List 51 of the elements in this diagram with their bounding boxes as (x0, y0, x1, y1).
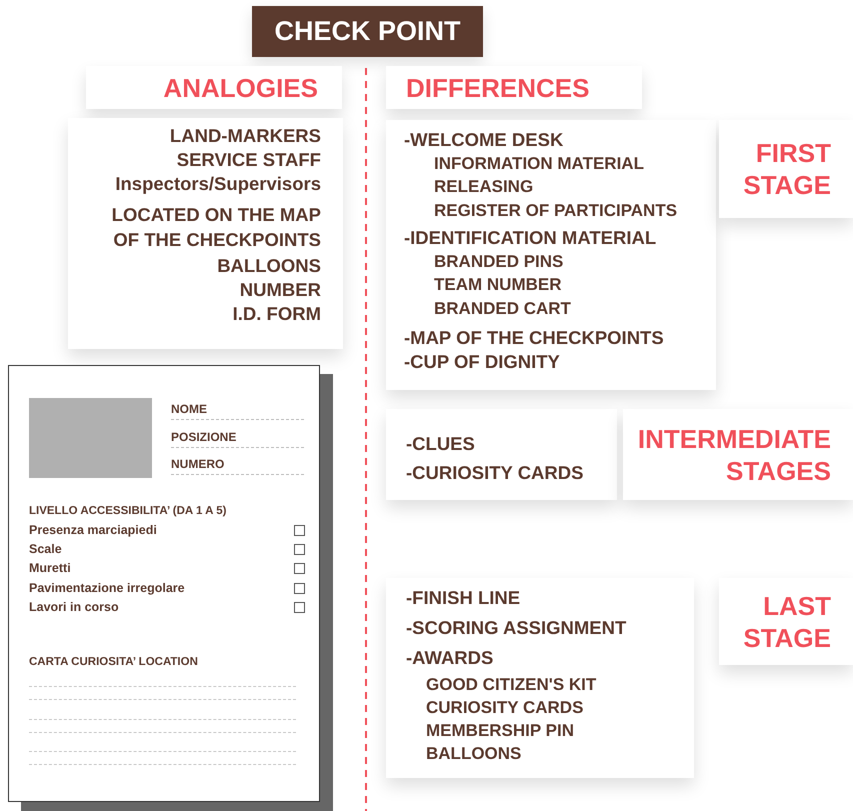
list-item: -SCORING ASSIGNMENT (406, 616, 626, 640)
column-heading: DIFFERENCES (406, 72, 590, 104)
heading-card (86, 66, 342, 109)
checkbox-label: Pavimentazione irregolare (29, 581, 185, 595)
checkbox-label: Lavori in corso (29, 600, 119, 614)
list-item: I.D. FORM (232, 302, 321, 326)
list-item: CURIOSITY CARDS (426, 697, 584, 719)
heading-card (719, 120, 853, 218)
stage-heading: INTERMEDIATE STAGES (638, 422, 831, 486)
list-card (68, 118, 343, 349)
list-item: NUMBER (240, 278, 321, 302)
form-field: NUMERO (171, 457, 304, 475)
checkbox-label: Presenza marciapiedi (29, 523, 157, 537)
list-item: TEAM NUMBER (434, 274, 562, 296)
list-item: -AWARDS (406, 646, 494, 670)
list-item: MEMBERSHIP PIN (426, 720, 574, 742)
form-heading: CARTA CURIOSITA’ LOCATION (29, 656, 198, 668)
list-item: LOCATED ON THE MAP OF THE CHECKPOINTS (110, 203, 321, 252)
list-item: BALLOONS (217, 254, 321, 278)
heading-card (623, 409, 853, 500)
column-heading: ANALOGIES (163, 72, 318, 104)
list-card (386, 409, 617, 500)
checkbox-label: Scale (29, 542, 62, 556)
list-item: LAND-MARKERS (170, 124, 321, 148)
checkbox-label: Muretti (29, 561, 71, 575)
list-item: -IDENTIFICATION MATERIAL (404, 226, 656, 250)
form-field: NOME (171, 402, 304, 420)
list-item: -FINISH LINE (406, 586, 520, 610)
stage-heading: FIRST STAGE (742, 137, 831, 201)
list-item: -CURIOSITY CARDS (406, 461, 584, 485)
list-item: -CLUES (406, 432, 475, 456)
heading-card (719, 578, 853, 665)
list-item: SERVICE STAFF (176, 148, 321, 172)
list-item: GOOD CITIZEN'S KIT (426, 674, 596, 696)
list-item: -WELCOME DESK (404, 128, 564, 152)
heading-card (386, 66, 642, 109)
list-card (386, 120, 716, 390)
form-heading: LIVELLO ACCESSIBILITA’ (DA 1 A 5) (29, 505, 226, 517)
list-item: -CUP OF DIGNITY (404, 350, 560, 373)
stage-heading: LAST STAGE (742, 590, 831, 654)
list-item: -MAP OF THE CHECKPOINTS (404, 326, 664, 350)
list-item: RELEASING (434, 176, 534, 198)
list-card (386, 578, 694, 778)
list-item: Inspectors/Supervisors (115, 172, 321, 196)
list-item: BALLOONS (426, 743, 522, 765)
list-item: REGISTER OF PARTICIPANTS (434, 200, 678, 222)
title-banner: CHECK POINT (252, 6, 483, 57)
list-item: INFORMATION MATERIAL (434, 152, 644, 174)
form-field: POSIZIONE (171, 430, 304, 448)
list-item: BRANDED PINS (434, 250, 564, 272)
list-item: BRANDED CART (434, 298, 571, 320)
